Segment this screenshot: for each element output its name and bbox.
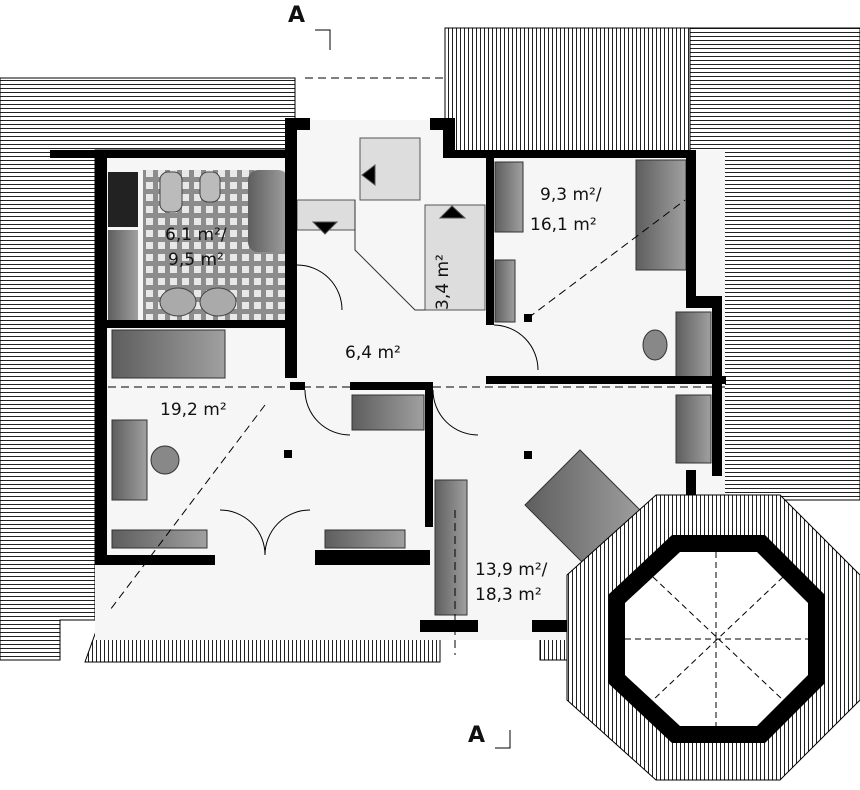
desk bbox=[675, 311, 712, 383]
bedroom-right-area-label: 9,3 m²/ bbox=[540, 185, 602, 205]
svg-text:A: A bbox=[288, 3, 305, 28]
bedroom-bottom-gross-area-label: 18,3 m² bbox=[475, 585, 542, 605]
tower bbox=[566, 494, 860, 781]
bathroom-area-label: 6,1 m²/ bbox=[165, 225, 227, 245]
wardrobe bbox=[494, 161, 524, 233]
sink bbox=[159, 287, 197, 317]
balcony bbox=[100, 565, 420, 620]
bathtub bbox=[248, 170, 288, 252]
bedroom-left-area-label: 19,2 m² bbox=[160, 400, 227, 420]
boiler bbox=[108, 172, 138, 227]
roof-top-right bbox=[84, 27, 860, 663]
wardrobe bbox=[351, 394, 425, 431]
stairs-area-label: 3,4 m² bbox=[433, 254, 453, 310]
desk bbox=[675, 394, 712, 464]
hall-area-label: 6,4 m² bbox=[345, 343, 401, 363]
bidet bbox=[199, 171, 221, 203]
chair bbox=[642, 329, 668, 361]
walls bbox=[50, 118, 726, 632]
wardrobe bbox=[434, 479, 468, 616]
section-mark-bottom: A bbox=[468, 723, 511, 749]
wardrobe bbox=[494, 259, 516, 323]
desk bbox=[111, 419, 148, 501]
washer bbox=[108, 230, 138, 320]
furniture bbox=[111, 159, 712, 616]
door-swings bbox=[219, 264, 539, 556]
section-mark-top: A bbox=[288, 3, 331, 50]
sink bbox=[199, 287, 237, 317]
cabinet bbox=[324, 529, 406, 549]
roof-lines bbox=[95, 77, 725, 655]
cabinet bbox=[111, 529, 208, 549]
svg-text:A: A bbox=[468, 723, 485, 748]
chair bbox=[150, 445, 180, 475]
bathroom-gross-area-label: 9,5 m² bbox=[168, 250, 224, 270]
toilet bbox=[159, 171, 183, 213]
bed bbox=[635, 159, 687, 271]
bedroom-bottom-area-label: 13,9 m²/ bbox=[475, 560, 548, 580]
bedroom-right-gross-area-label: 16,1 m² bbox=[530, 215, 597, 235]
bed bbox=[111, 329, 226, 379]
staircase bbox=[296, 137, 486, 311]
